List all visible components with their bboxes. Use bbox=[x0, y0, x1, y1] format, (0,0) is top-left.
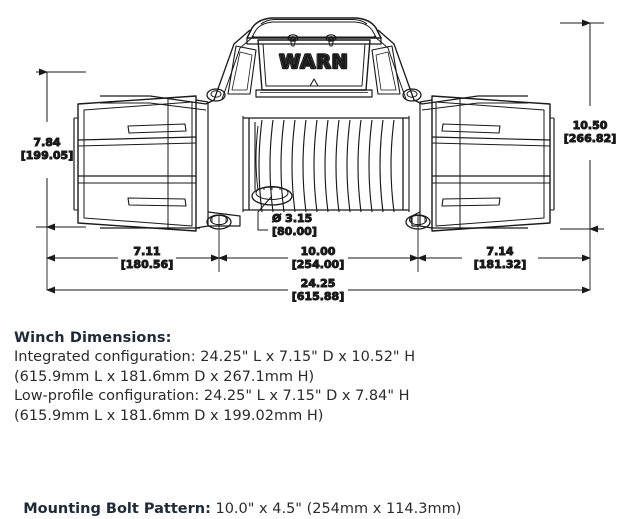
dimension-annotations: 7.84 [199.05] 10.50 [266.82] bbox=[20, 19, 617, 304]
dim-label-height-low-profile-in: 7.84 bbox=[33, 136, 60, 149]
mounting-bolt-pattern-label: Mounting Bolt Pattern: bbox=[23, 501, 211, 517]
right-end-housing bbox=[419, 95, 555, 232]
winch-body-outline: WARN WARN bbox=[73, 17, 555, 232]
dim-height-low-profile bbox=[36, 68, 86, 231]
spec-line-integrated-metric: (615.9mm L x 181.6mm D x 267.1mm H) bbox=[14, 368, 315, 385]
upper-tie-bolt-right bbox=[402, 88, 422, 102]
left-end-housing bbox=[73, 95, 209, 232]
dim-drum-diameter-leader bbox=[257, 195, 273, 231]
dim-label-overall-length-mm: [615.88] bbox=[292, 290, 345, 303]
dim-label-overall-length-in: 24.25 bbox=[301, 277, 336, 290]
dim-label-left-segment-in: 7.11 bbox=[133, 245, 160, 258]
spec-line-lowprofile-metric: (615.9mm L x 181.6mm D x 199.02mm H) bbox=[14, 407, 324, 424]
dim-label-height-integrated-mm: [266.82] bbox=[564, 132, 617, 145]
dim-label-drum-diameter-mm: [80.00] bbox=[272, 225, 317, 238]
dim-label-bolt-span-mm: [254.00] bbox=[292, 258, 345, 271]
svg-text:WARN: WARN bbox=[279, 51, 348, 73]
winch-dimensions-spec-block: Winch Dimensions: Integrated configurati… bbox=[14, 329, 614, 426]
wire-rope-coils bbox=[258, 119, 395, 213]
dim-height-integrated bbox=[560, 19, 604, 233]
warn-logo: WARN WARN bbox=[278, 50, 349, 75]
spec-heading: Winch Dimensions: bbox=[14, 330, 172, 346]
svg-text:WARN: WARN bbox=[279, 51, 348, 73]
cable-drum bbox=[242, 116, 410, 213]
dim-label-right-segment-in: 7.14 bbox=[486, 245, 513, 258]
dim-label-drum-diameter-in: Ø 3.15 bbox=[272, 212, 312, 225]
clutch-boss bbox=[251, 186, 293, 206]
spec-line-integrated-imperial: Integrated configuration: 24.25" L x 7.1… bbox=[14, 349, 416, 365]
dim-label-height-low-profile-mm: [199.05] bbox=[21, 149, 74, 162]
lower-frame-rails bbox=[100, 211, 528, 229]
dim-label-left-segment-mm: [180.56] bbox=[121, 258, 174, 271]
winch-technical-drawing: WARN WARN bbox=[20, 17, 617, 304]
drawing-canvas: WARN WARN bbox=[20, 17, 617, 304]
control-pack-housing bbox=[246, 17, 382, 98]
top-frame-rails bbox=[100, 95, 528, 111]
spec-line-lowprofile-imperial: Low-profile configuration: 24.25" L x 7.… bbox=[14, 388, 410, 404]
upper-tie-bolt-left bbox=[206, 88, 226, 102]
mounting-bolt-pattern-value: 10.0" x 4.5" (254mm x 114.3mm) bbox=[210, 501, 462, 517]
dim-label-height-integrated-in: 10.50 bbox=[573, 119, 608, 132]
mounting-bolt-pattern-block: Mounting Bolt Pattern: 10.0" x 4.5" (254… bbox=[14, 481, 614, 519]
dim-label-right-segment-mm: [181.32] bbox=[474, 258, 527, 271]
dim-label-bolt-span-in: 10.00 bbox=[301, 245, 336, 258]
housing-shoulder-braces bbox=[205, 29, 423, 105]
